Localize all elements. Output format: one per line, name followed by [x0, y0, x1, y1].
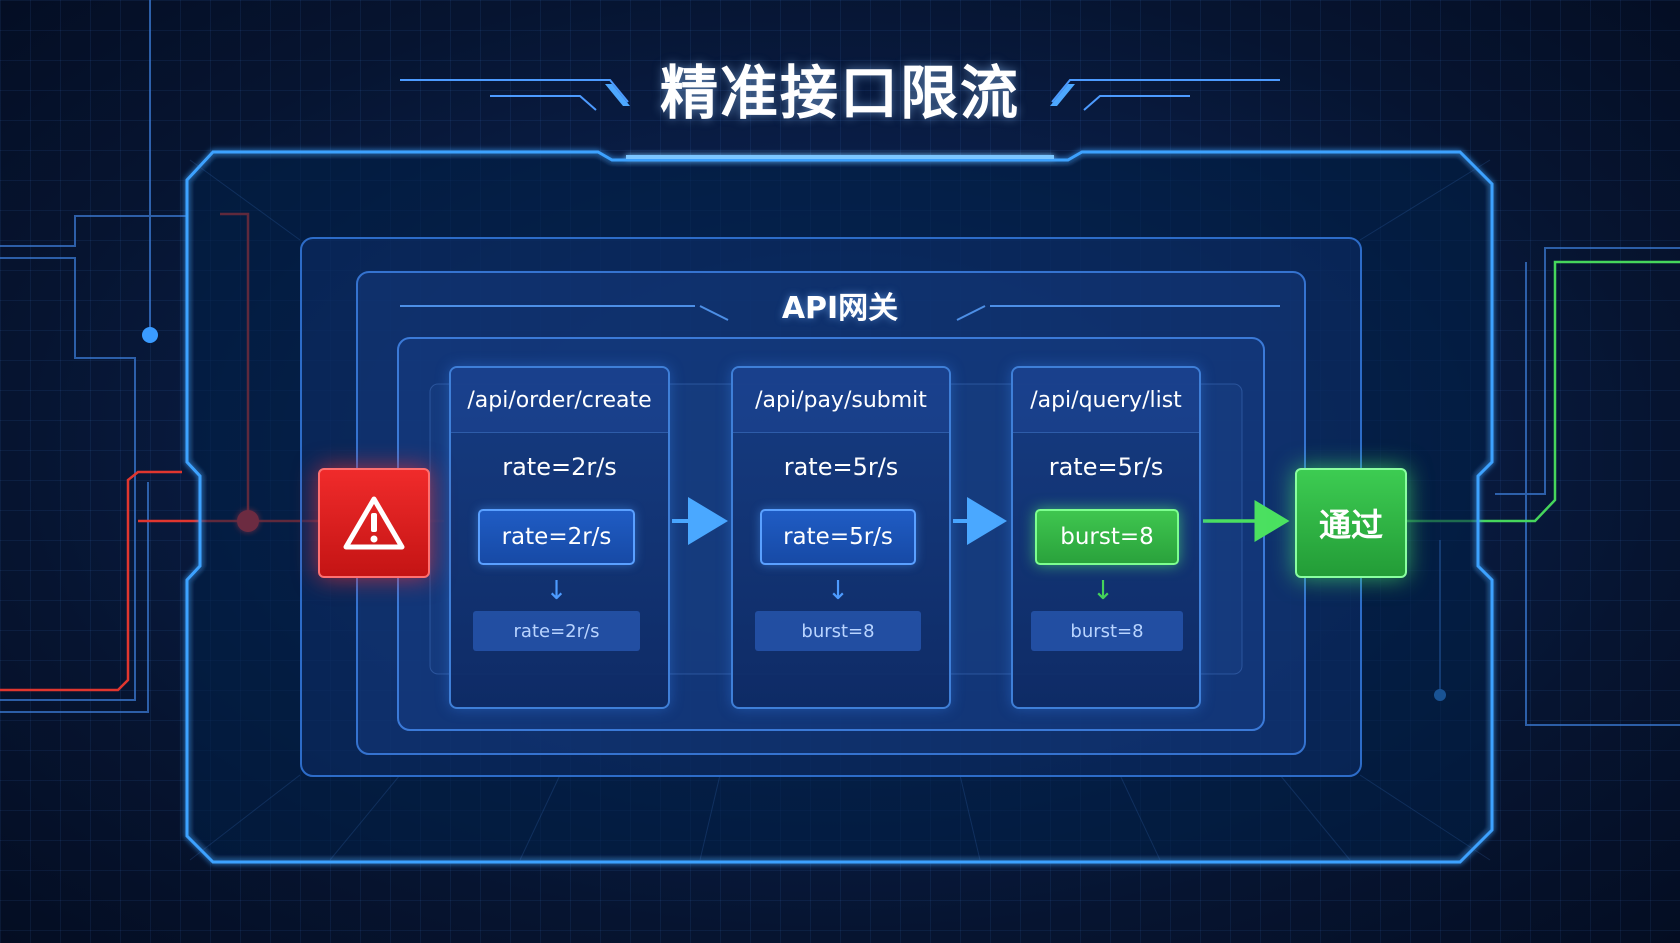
route-path: /api/query/list: [1013, 368, 1199, 433]
route-card-order-create[interactable]: /api/order/create rate=2r/s rate=2r/s ↓ …: [449, 366, 670, 709]
route-path: /api/pay/submit: [733, 368, 949, 433]
down-arrow-icon: ↓: [827, 576, 849, 606]
blocked-node[interactable]: [318, 468, 430, 578]
route-rate: rate=2r/s: [502, 453, 617, 481]
route-card-pay-submit[interactable]: /api/pay/submit rate=5r/s rate=5r/s ↓ bu…: [731, 366, 951, 709]
route-rate: rate=5r/s: [1048, 453, 1164, 481]
page-title: 精准接口限流: [659, 59, 1020, 127]
gateway-header-lines: [400, 305, 1280, 321]
down-arrow-icon: ↓: [1092, 576, 1114, 606]
route-burst-button[interactable]: burst=8: [1035, 509, 1179, 565]
route-rate: rate=5r/s: [783, 453, 899, 481]
route-limit-button[interactable]: rate=5r/s: [760, 509, 916, 565]
route-limit-button[interactable]: rate=2r/s: [478, 509, 635, 565]
right-green-lines: [1404, 260, 1680, 523]
route-path: /api/order/create: [451, 368, 668, 433]
route-footer: rate=2r/s: [473, 611, 640, 651]
left-circuit-lines: [0, 0, 186, 713]
warning-icon: [343, 496, 405, 550]
route-footer: burst=8: [1031, 611, 1183, 651]
route-footer: burst=8: [755, 611, 921, 651]
pass-label: 通过: [1318, 506, 1383, 544]
route-card-query-list[interactable]: /api/query/list rate=5r/s burst=8 ↓ burs…: [1011, 366, 1201, 709]
pass-node[interactable]: 通过: [1295, 468, 1407, 578]
title-decorations: [400, 79, 1280, 111]
gateway-title: API网关: [781, 291, 899, 326]
perspective-lines: [189, 159, 1491, 861]
down-arrow-icon: ↓: [545, 576, 568, 606]
left-node-dot: [142, 327, 158, 343]
